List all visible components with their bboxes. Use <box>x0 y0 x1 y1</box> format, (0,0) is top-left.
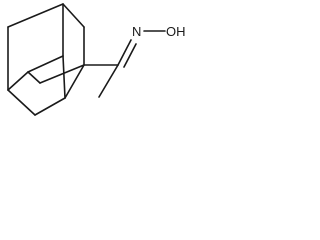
bond-oxime-carbon-to-methyl <box>98 64 119 98</box>
bond-c-n-double-inner <box>123 43 137 68</box>
bond-back-to-mid-left <box>27 55 64 73</box>
bond-back-to-lower-right <box>62 55 66 99</box>
bond-mid-left-to-inner <box>27 71 41 84</box>
bond-top-to-upper-left <box>7 3 64 28</box>
nitrogen-label: N <box>132 24 141 39</box>
bond-lower-left-to-bottom <box>7 89 36 116</box>
bond-bottom-to-lower-right <box>34 97 66 116</box>
oxime-side-chain <box>83 30 166 98</box>
hydroxyl-label: OH <box>166 24 186 39</box>
bond-lower-right-to-bridgehead <box>64 64 85 99</box>
bond-top-to-upper-right <box>62 3 85 28</box>
bond-mid-left-to-lower-left <box>7 71 29 91</box>
bond-inner-to-bridgehead <box>39 64 85 84</box>
molecule-drawing: N OH <box>7 3 186 116</box>
bond-c-n-double-outer <box>117 39 132 66</box>
adamantane-cage <box>7 3 85 116</box>
structure-canvas: N OH <box>0 0 192 126</box>
